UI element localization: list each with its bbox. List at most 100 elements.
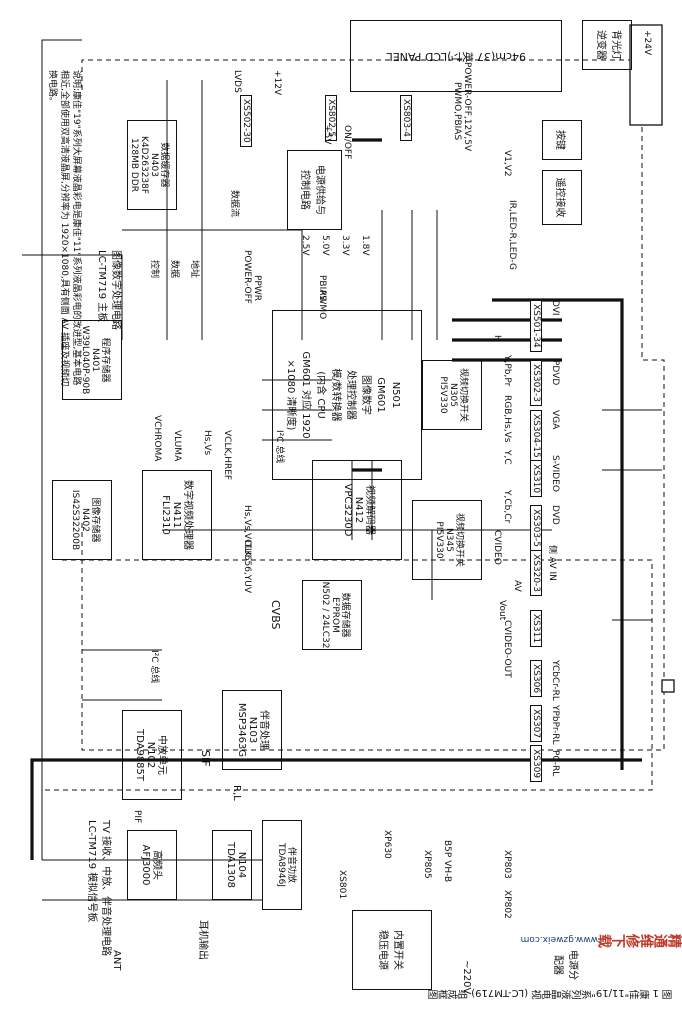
analog-board-title: TV 接收、中放、伴音处理电路 LC-TM719 模拟信号板 (84, 820, 112, 956)
remote-title: 遥控接收 (554, 177, 565, 218)
n102-title: 中放单元 (156, 735, 167, 775)
signal-earphone: 耳机输出 (197, 920, 208, 960)
port-dvd: DVD (550, 505, 560, 525)
n104-ref: N104 (236, 851, 247, 879)
signal-lvds: LVDS (232, 70, 242, 93)
port-cvideo-out: CVIDEO-OUT (502, 620, 512, 678)
connector-xs311: XS311 (530, 610, 542, 648)
signal-1v8: 1.8V (360, 235, 370, 256)
signal-ppwr: PPWR (252, 275, 262, 302)
main-board-title: 图像数字处理电路 LC-TM719 主板 (94, 250, 122, 330)
signal-yc: Y,C (502, 450, 512, 465)
n104-headphone-amp: N104 TDA1308 (212, 830, 252, 900)
signal-data: 数据 (169, 260, 179, 279)
n502-part: N502 / 24LC32 (320, 581, 330, 649)
signal-power-off: POWER-OFF (242, 250, 252, 304)
signal-itu: ITU656,YUV (242, 540, 252, 594)
keys-title: 按键 (554, 130, 565, 150)
signal-12v: +12V (272, 70, 282, 96)
n102-if-unit: 中放单元 N102 TDA9885T (122, 710, 182, 800)
connector-xs303: XS303-5 (530, 505, 542, 552)
n501-controller: N501 GM601 图像数字 处理控制器 模/数转换器 (内含 CPU GM6… (272, 310, 422, 480)
signal-pwmo: PWMO (317, 290, 327, 320)
signal-ant: ANT (111, 950, 122, 971)
n345-title: 视频切换开关 (454, 512, 464, 567)
n502-eeprom: 数据存储器 E²PROM N502 / 24LC32 (302, 580, 362, 650)
n345-ref: N345 (444, 528, 454, 552)
n402-part: IS42S32200B (70, 489, 80, 551)
n501-part: GM601 (375, 377, 386, 413)
n501-line-4: (内含 CPU (315, 371, 326, 419)
n104-part: TDA1308 (225, 842, 236, 888)
power-control-block: 电源供给与 控制电路 (287, 150, 342, 230)
n201-audio-amp: 伴音功放 TDA8946J (262, 820, 302, 910)
n305-part: PI5V330 (438, 376, 448, 414)
n412-title: 视频解码器 (364, 485, 375, 535)
n403-ref: N403 (149, 153, 159, 177)
main-board-title-text: 图像数字处理电路 (110, 250, 121, 330)
connector-xs307: XS307 (530, 705, 542, 743)
n411-video-processor: 数字视频处理器 N411 FLI2310 (142, 470, 212, 560)
psu-title2: 稳压电源 (377, 930, 388, 970)
lcd-panel (629, 24, 663, 126)
connector-xs502: XS502-30 (240, 95, 252, 147)
port-dvi: DVI (550, 300, 560, 316)
connector-xs801: XS801 (337, 870, 347, 900)
n501-line-2: 处理控制器 (345, 370, 356, 420)
psu-block: 内置开关 稳压电源 (352, 910, 432, 990)
signal-onoff: ON/OFF (342, 125, 352, 160)
n501-line-1: 图像数字 (360, 375, 371, 415)
psu-title: 内置开关 (392, 930, 403, 970)
signal-5v: 5.0V (320, 235, 330, 256)
backlight-inverter: 背光灯 逆变器 (582, 20, 632, 70)
signal-24v: +24V (642, 30, 652, 56)
port-ypbpr: YPbPr-RL (550, 705, 560, 745)
n403-data-cache: 数据缓存器 N403 K4D263238F 128MB DDR (127, 120, 177, 210)
signal-b5p-vhb: B5P VH-B (442, 840, 452, 883)
n305-video-switch: 视频切换开关 N305 PI5V330 (422, 360, 482, 430)
connector-xs306: XS306 (530, 660, 542, 698)
n401-title: 程序存储器 (100, 337, 110, 383)
n411-part: FLI2310 (160, 495, 171, 535)
signal-ypbpr: Y,Pb,Pr (502, 355, 512, 387)
signal-5v-b: +5V (322, 125, 332, 145)
n402-image-memory: 图像存储器 N402 IS42S32200B (52, 480, 112, 560)
n102-part: TDA9885T (134, 728, 145, 782)
signal-addr: 地址 (189, 260, 199, 279)
signal-2v5: 2.5V (300, 235, 310, 256)
signal-pif: PIF (132, 810, 142, 824)
signal-sif: SIF (199, 750, 212, 767)
keys-block: 按键 (542, 120, 582, 160)
connector-xp630: XP630 (382, 830, 392, 859)
connector-xs302: XS302-3 (530, 360, 542, 407)
port-pdvd: PDVD (550, 360, 560, 386)
n501-ref: N501 (390, 381, 401, 409)
signal-pwmo-pbias: PWMO,PBIAS (452, 82, 462, 141)
remote-block: 遥控接收 (542, 170, 582, 225)
power-ctrl-title2: 控制电路 (299, 170, 310, 210)
n401-ref: N401 (90, 348, 100, 372)
n412-video-decoder: 视频解码器 N412 VPC3230D (312, 460, 402, 560)
wiring (22, 39, 662, 901)
signal-cvideo: CVIDEO (492, 530, 502, 565)
signal-h: H (492, 335, 502, 342)
backlight-title: 背光灯 (610, 30, 621, 60)
port-av: AV (512, 580, 522, 592)
analog-board-title-text: TV 接收、中放、伴音处理电路 (100, 820, 111, 957)
connector-xs501: XS501-34 (530, 300, 542, 352)
n412-part: VPC3230D (342, 483, 353, 537)
n201-part: TDA8946J (276, 843, 286, 887)
n103-title: 伴音处理 (258, 710, 269, 750)
n502-title: 数据存储器 (340, 592, 350, 638)
tuner-block: 高频头 AFJ3000 (127, 830, 177, 900)
port-svideo: S-VIDEO (550, 455, 560, 492)
signal-rgbhs: RGB,Hs,Vs (502, 395, 512, 443)
n403-title: 数据缓存器 (159, 142, 169, 188)
watermark-url: www.gzweix.com (520, 934, 598, 944)
backlight-title2: 逆变器 (595, 30, 606, 60)
signal-vluma: VLUMA (172, 430, 182, 462)
signal-rl: R,L (231, 785, 242, 801)
